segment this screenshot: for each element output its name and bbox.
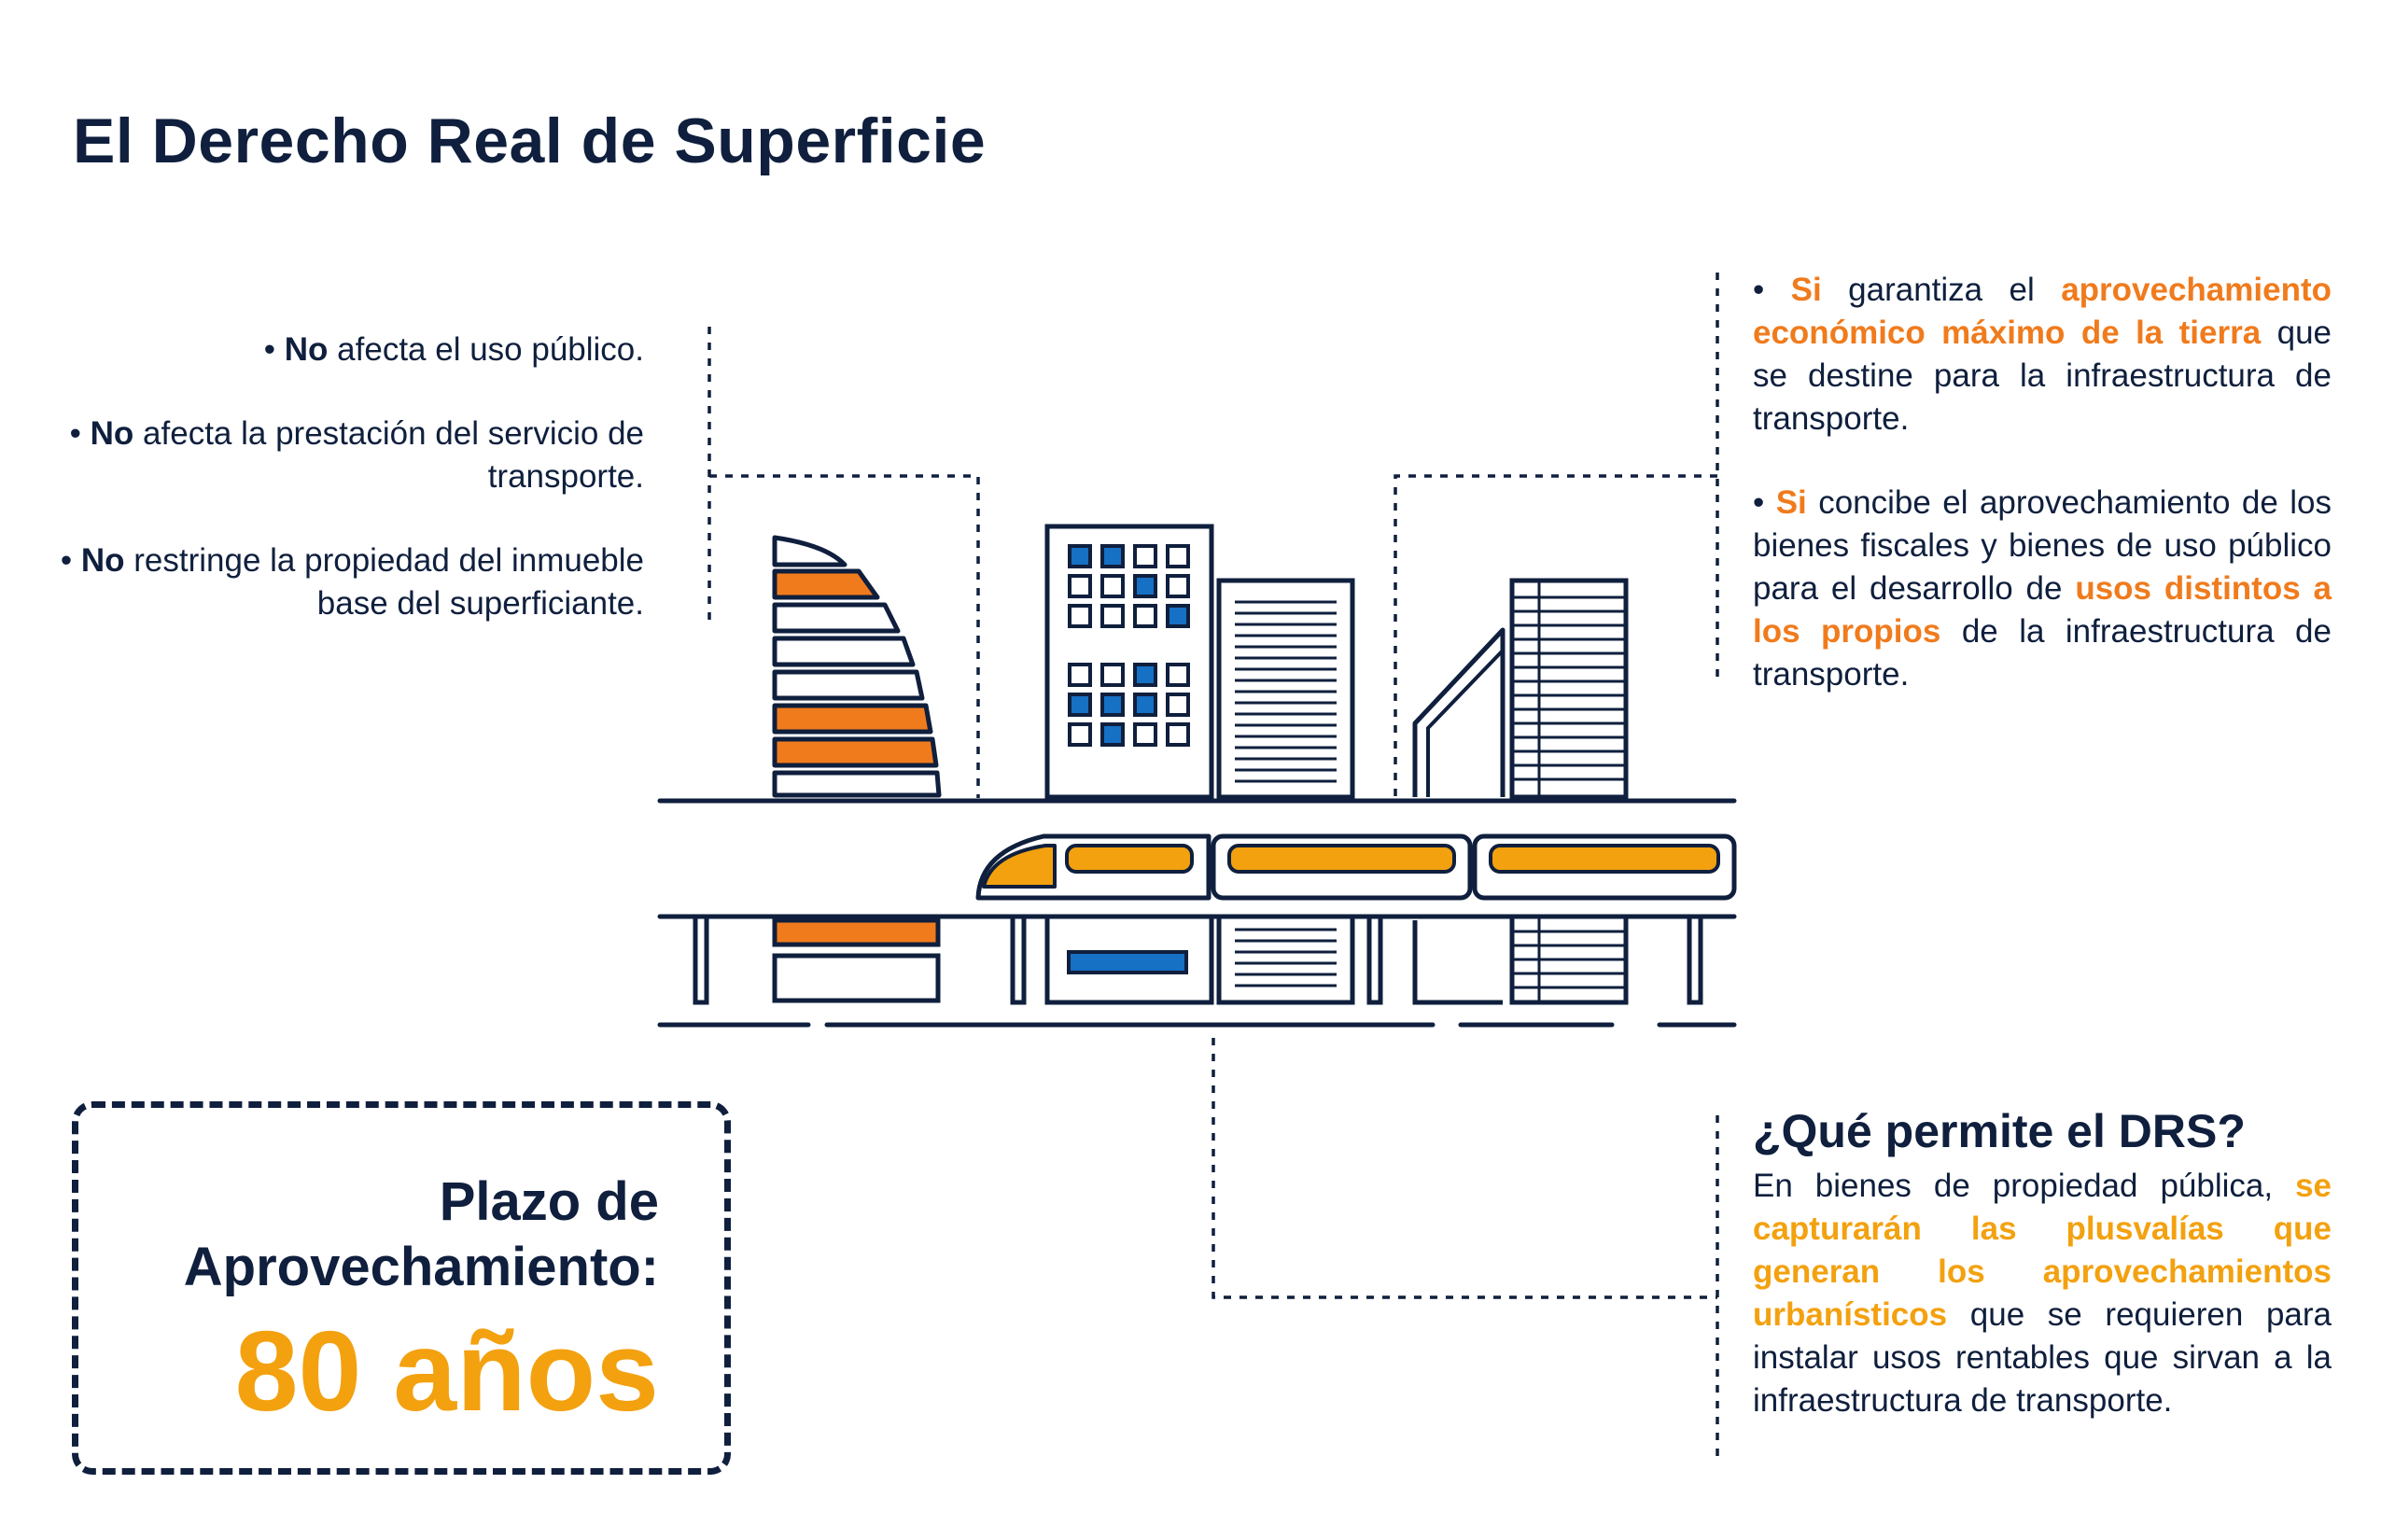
left-item-2: • No afecta la prestación del servicio d… [69, 415, 644, 495]
left-item-3-text: restringe la propiedad del inmueble base… [124, 542, 644, 622]
train-window-2 [1227, 844, 1456, 874]
connector-bottom-elbow [1212, 1038, 1717, 1299]
right-item-2-text-b: de la infraestructura de transporte. [1753, 613, 2332, 693]
lower-blue-window [1067, 950, 1188, 974]
train-window-3 [1489, 844, 1720, 874]
left-item-1-text: afecta el uso público. [328, 331, 644, 368]
left-bullet-list: • No afecta el uso público. • No afecta … [56, 329, 644, 666]
left-item-2-text: afecta la prestación del servicio de tra… [133, 415, 644, 495]
curved-tower [772, 535, 942, 798]
drs-highlight: se capturarán las plusvalías que generan… [1753, 1168, 2332, 1333]
drs-text-a: En bienes de propiedad pública, [1753, 1168, 2296, 1204]
right-item-2-text-a: concibe el aprovechamiento de los bienes… [1753, 484, 2332, 607]
train-window-1 [1065, 844, 1194, 874]
right-item-1: • Si garantiza el aprovechamiento económ… [1753, 272, 2332, 437]
slanted-tower [1412, 627, 1506, 797]
drs-body: En bienes de propiedad pública, se captu… [1753, 1165, 2332, 1422]
left-item-1: • No afecta el uso público. [263, 331, 644, 368]
dashed-connectors [707, 273, 1719, 1461]
plazo-label-1: Plazo de [439, 1171, 659, 1232]
left-item-1-strong: No [284, 331, 329, 368]
grid-tower [1509, 578, 1629, 800]
page-title: El Derecho Real de Superficie [73, 105, 987, 176]
metro-train [975, 833, 1737, 901]
right-item-1-strong: Si [1790, 272, 1822, 308]
right-item-2: • Si concibe el aprovechamiento de los b… [1753, 484, 2332, 693]
left-item-3: • No restringe la propiedad del inmueble… [60, 542, 644, 622]
right-item-1-text-a: garantiza el [1821, 272, 2062, 308]
lower-buildings [772, 914, 1629, 1005]
drs-section: ¿Qué permite el DRS? En bienes de propie… [1753, 1101, 2332, 1422]
plazo-label-2: Aprovechamiento: [183, 1237, 659, 1297]
left-item-2-strong: No [90, 415, 134, 452]
right-bullet-list: • Si garantiza el aprovechamiento económ… [1753, 269, 2332, 737]
right-item-2-highlight: usos distintos a los propios [1753, 570, 2332, 650]
right-item-1-highlight: aprovechamiento económico máximo de la t… [1753, 272, 2332, 351]
plazo-value: 80 años [234, 1308, 659, 1435]
plazo-box: Plazo de Aprovechamiento: 80 años [72, 1101, 731, 1475]
drs-heading: ¿Qué permite el DRS? [1753, 1105, 2246, 1157]
lower-orange-block [772, 917, 941, 947]
left-item-3-strong: No [80, 542, 125, 579]
lower-white-block [772, 953, 941, 1003]
viaduct-columns [693, 914, 1703, 1005]
connector-left-elbow [709, 474, 980, 798]
right-item-1-text-b: que se destine para la infraestructura d… [1753, 315, 2332, 437]
window-tower [1044, 524, 1214, 800]
striped-block [1216, 578, 1355, 800]
drs-text-b: que se requieren para instalar usos rent… [1753, 1296, 2332, 1419]
train-windshield [982, 844, 1057, 889]
right-item-2-strong: Si [1775, 484, 1807, 521]
connector-right-elbow [1394, 474, 1717, 798]
lower-slanted-base [1412, 920, 1503, 1005]
